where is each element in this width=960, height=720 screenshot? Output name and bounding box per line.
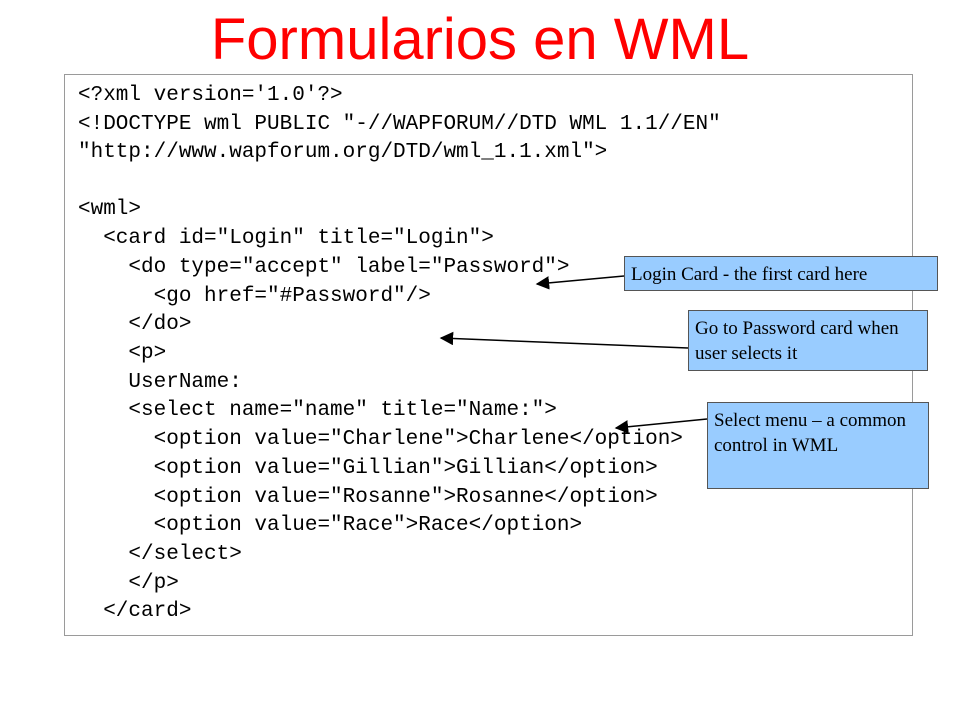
callout-password-card: Go to Password card when user selects it (688, 310, 928, 371)
code-line: UserName: (78, 371, 242, 394)
callout-select-menu: Select menu – a common control in WML (707, 402, 929, 489)
code-line: "http://www.wapforum.org/DTD/wml_1.1.xml… (78, 141, 608, 164)
code-line: </p> (78, 572, 179, 595)
code-line: <!DOCTYPE wml PUBLIC "-//WAPFORUM//DTD W… (78, 113, 721, 136)
code-line: </select> (78, 543, 242, 566)
code-line: </do> (78, 313, 192, 336)
slide-title: Formularios en WML (210, 7, 750, 72)
code-line: <option value="Charlene">Charlene</optio… (78, 428, 683, 451)
code-line: <option value="Rosanne">Rosanne</option> (78, 486, 658, 509)
code-line: <p> (78, 342, 167, 365)
callout-login-card: Login Card - the first card here (624, 256, 938, 291)
code-line: <option value="Gillian">Gillian</option> (78, 457, 658, 480)
code-line: <option value="Race">Race</option> (78, 514, 583, 537)
code-line: <do type="accept" label="Password"> (78, 256, 570, 279)
code-line: <select name="name" title="Name:"> (78, 399, 557, 422)
code-line: <go href="#Password"/> (78, 285, 431, 308)
code-line: </card> (78, 600, 192, 623)
code-line: <wml> (78, 198, 142, 221)
code-line: <card id="Login" title="Login"> (78, 227, 494, 250)
code-line: <?xml version='1.0'?> (78, 84, 343, 107)
